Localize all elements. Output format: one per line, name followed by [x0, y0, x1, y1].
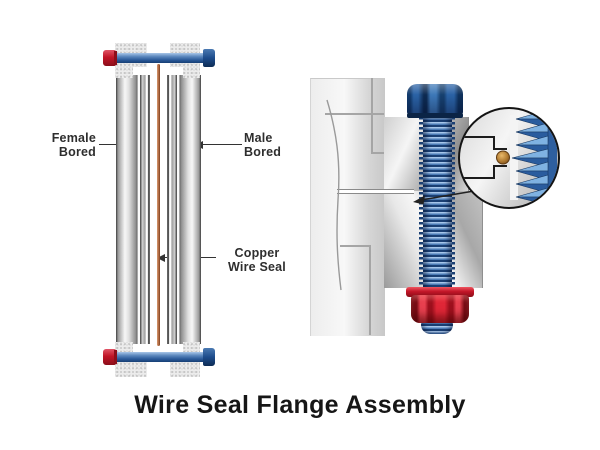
top-bolt-blue-nut [203, 49, 215, 67]
male-leader-line [203, 144, 242, 146]
female-flange-body [116, 75, 150, 344]
bolt-thread-tip [421, 321, 453, 334]
hub-seam-line [325, 113, 384, 115]
bottom-bolt-red-head [103, 349, 116, 365]
pipe-block [310, 78, 385, 336]
top-bolt-shaft [110, 53, 210, 63]
seal-groove-outline-lower [464, 165, 507, 179]
hub-seam-line [340, 245, 369, 247]
female-bored-label: Female Bored [51, 131, 96, 159]
female-leader-line [99, 144, 120, 146]
seal-groove-outline-upper [464, 136, 507, 150]
thread-teeth-left [419, 117, 423, 295]
seal-detail-drawing [464, 109, 557, 206]
red-hex-nut [411, 295, 469, 323]
thread-base [548, 109, 557, 206]
blue-hex-bolt-head [407, 84, 463, 115]
bore-step-line [371, 152, 384, 154]
copper-wire-dot [496, 150, 510, 165]
bolt-head-base [407, 113, 463, 118]
male-bored-label: Male Bored [244, 131, 282, 159]
male-flange-body [167, 75, 201, 344]
top-bolt-red-head [103, 50, 116, 66]
bottom-bolt-blue-nut [203, 348, 215, 366]
bolt-threaded-shaft [419, 117, 455, 295]
copper-wire-seal [156, 64, 160, 346]
magnifier-circle [458, 107, 560, 209]
red-nut-washer [406, 287, 474, 297]
bore-line [371, 78, 373, 153]
figure-title: Wire Seal Flange Assembly [134, 391, 466, 419]
bottom-bolt-washer [114, 350, 117, 364]
bottom-bolt-shaft [110, 352, 210, 362]
flange-joint-gap [337, 189, 414, 194]
thread-core [422, 117, 452, 295]
arrow-left-icon [157, 254, 165, 262]
copper-wire-seal-label: Copper Wire Seal [228, 246, 286, 274]
top-bolt-washer [114, 51, 117, 65]
thread-teeth-right [451, 117, 455, 295]
bore-line [369, 245, 371, 335]
